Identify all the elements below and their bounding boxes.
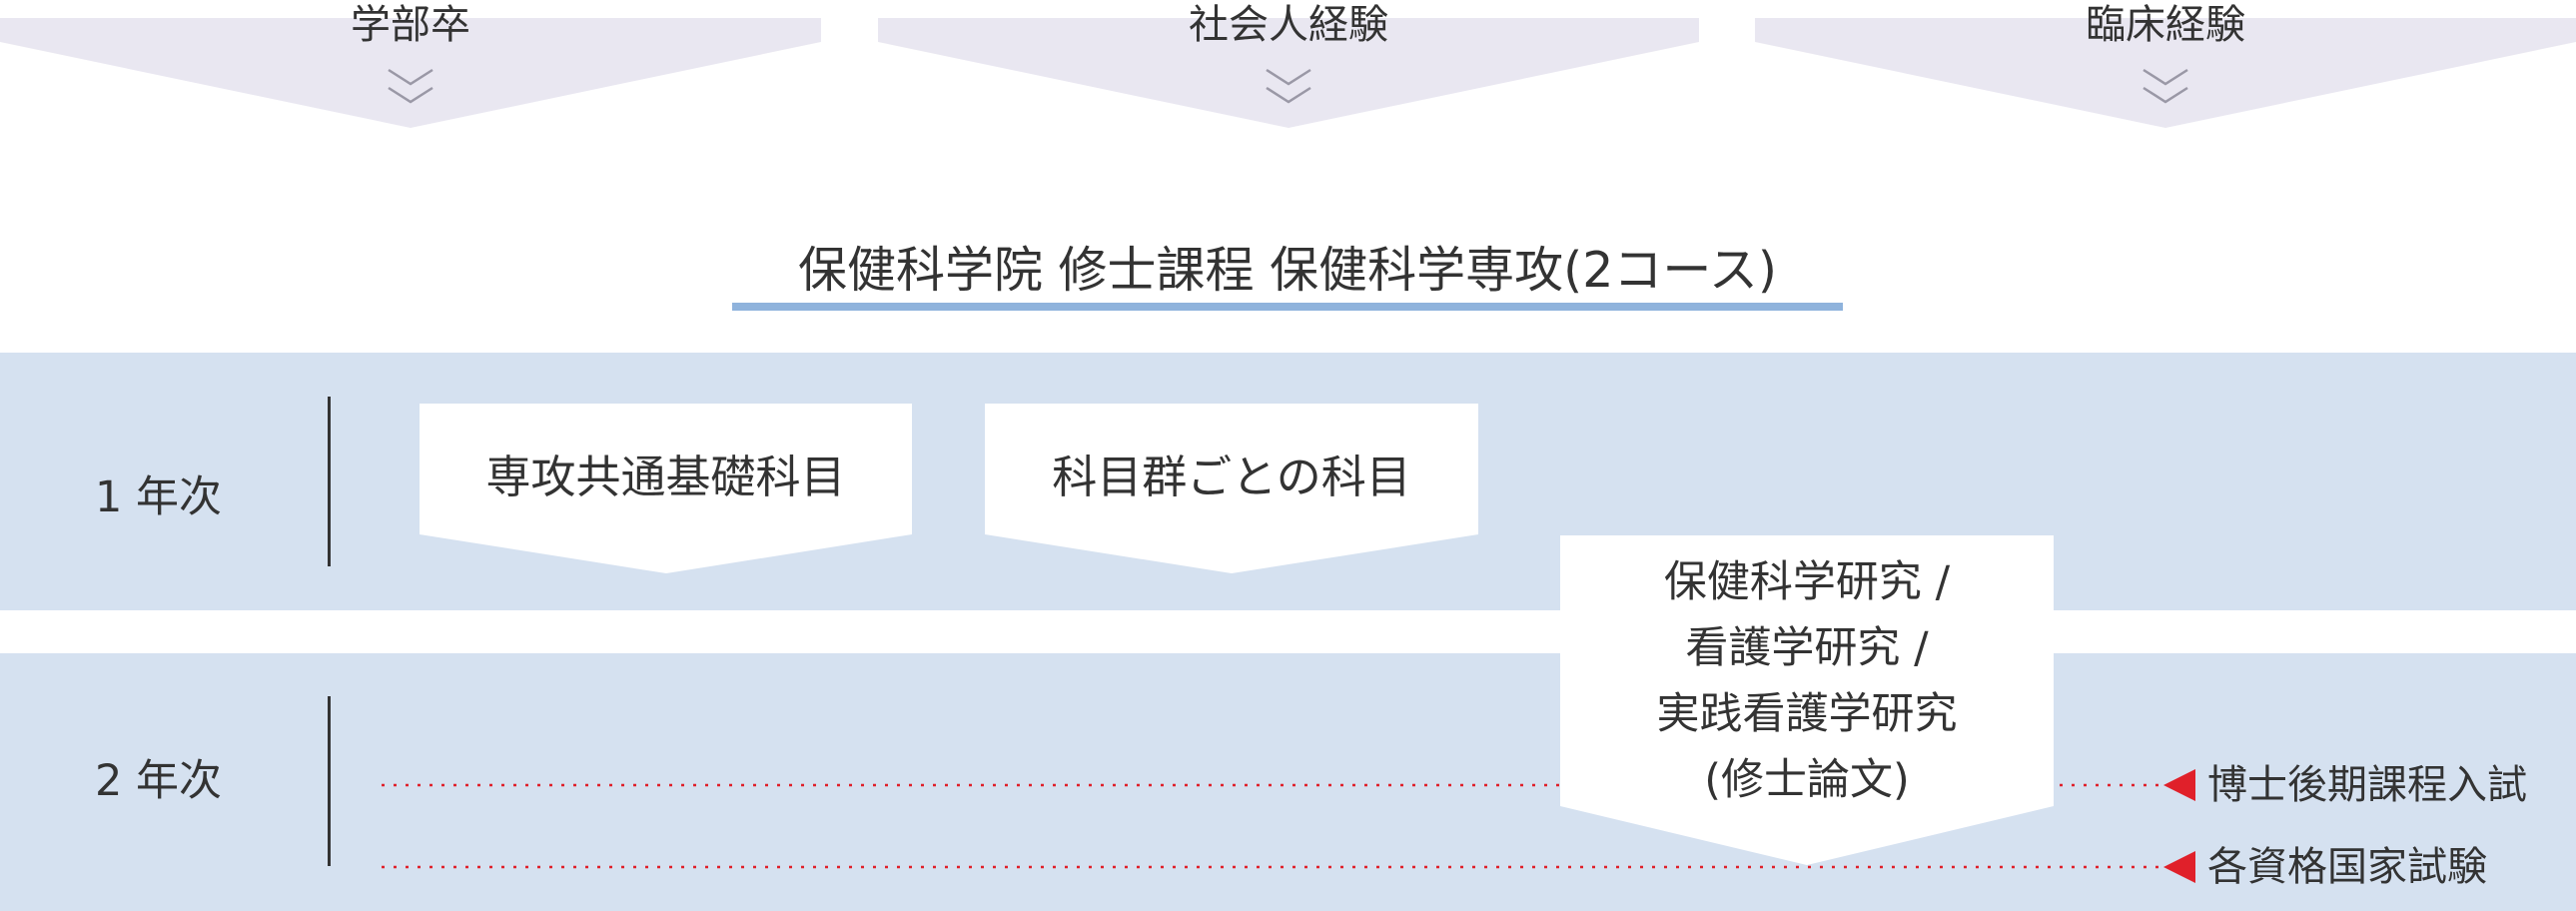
outcome-national-exams: 各資格国家試験: [2207, 844, 2487, 890]
entry-label-undergrad: 学部卒: [351, 2, 470, 48]
research-line-3: 実践看護学研究: [1656, 689, 1958, 739]
subject-common-foundation: 専攻共通基礎科目: [485, 451, 846, 503]
double-chevron-down-icon: [2143, 68, 2188, 104]
red-triangle-left-icon: [2163, 851, 2195, 883]
subject-box-common: [420, 404, 912, 573]
research-line-2: 看護学研究 /: [1685, 623, 1929, 673]
red-triangle-left-icon: [2163, 769, 2195, 801]
entry-label-clinical-experience: 臨床経験: [2086, 2, 2245, 48]
entry-label-work-experience: 社会人経験: [1189, 2, 1388, 48]
research-line-4: (修士論文): [1690, 747, 1924, 813]
subject-group-specific: 科目群ごとの科目: [1052, 451, 1411, 503]
title-underline: [732, 303, 1843, 311]
year-label-1: 1 年次: [95, 472, 223, 522]
research-line-1: 保健科学研究 /: [1663, 557, 1951, 607]
entry-banner-1: [0, 18, 821, 128]
year-divider-1: [328, 397, 331, 566]
double-chevron-down-icon: [1266, 68, 1311, 104]
outcome-doctoral-exam: 博士後期課程入試: [2207, 762, 2527, 808]
research-box: [1560, 535, 2054, 865]
year-label-2: 2 年次: [95, 756, 223, 806]
year-divider-2: [328, 696, 331, 866]
entry-banner-3: [1755, 18, 2576, 128]
entry-banner-2: [878, 18, 1699, 128]
year-band-2: [0, 653, 2576, 911]
subject-box-group: [985, 404, 1478, 573]
program-title: 保健科学院 修士課程 保健科学専攻(2コース): [797, 242, 1778, 299]
double-chevron-down-icon: [388, 68, 433, 104]
research-text: 保健科学研究 / 看護学研究 / 実践看護学研究 (修士論文): [1560, 549, 2054, 813]
